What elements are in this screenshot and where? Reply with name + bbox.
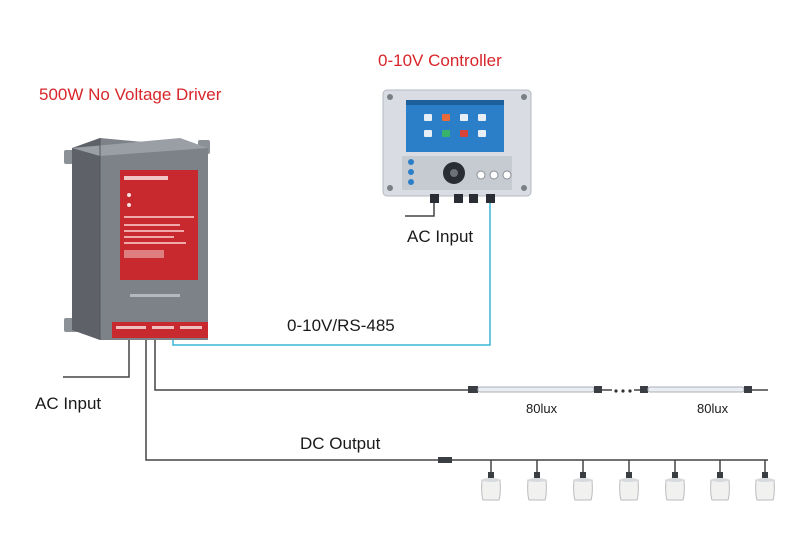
controller-title: 0-10V Controller — [378, 51, 502, 70]
hanging-bulb-icon[interactable] — [619, 460, 639, 501]
controller-ac-wire — [405, 203, 435, 217]
lux-label-left: 80lux — [526, 401, 558, 416]
hanging-bulb-icon[interactable] — [573, 460, 593, 501]
controller-ac-input-label: AC Input — [407, 227, 474, 246]
driver-ac-wire — [63, 336, 130, 378]
bulb-feed — [438, 457, 768, 463]
led-tube-icon[interactable] — [634, 386, 768, 393]
driver-ac-input-label: AC Input — [35, 394, 102, 413]
hanging-bulb-icon[interactable] — [755, 460, 775, 501]
led-driver-icon[interactable] — [64, 138, 210, 340]
wires — [63, 200, 491, 461]
signal-line-label: 0-10V/RS-485 — [287, 316, 395, 335]
bulb-group — [481, 460, 775, 501]
led-tube-icon[interactable] — [468, 386, 612, 393]
driver-title: 500W No Voltage Driver — [39, 85, 222, 104]
hanging-bulb-icon[interactable] — [665, 460, 685, 501]
tube-feed-wire[interactable] — [154, 336, 470, 391]
dc-output-label: DC Output — [300, 434, 381, 453]
hanging-bulb-icon[interactable] — [481, 460, 501, 501]
signal-wire[interactable] — [172, 200, 491, 346]
dc-output-wire[interactable] — [145, 336, 440, 461]
tube-ellipsis — [614, 389, 632, 393]
touch-controller-icon[interactable] — [382, 89, 532, 203]
hanging-bulb-icon[interactable] — [710, 460, 730, 501]
lux-label-right: 80lux — [697, 401, 729, 416]
hanging-bulb-icon[interactable] — [527, 460, 547, 501]
